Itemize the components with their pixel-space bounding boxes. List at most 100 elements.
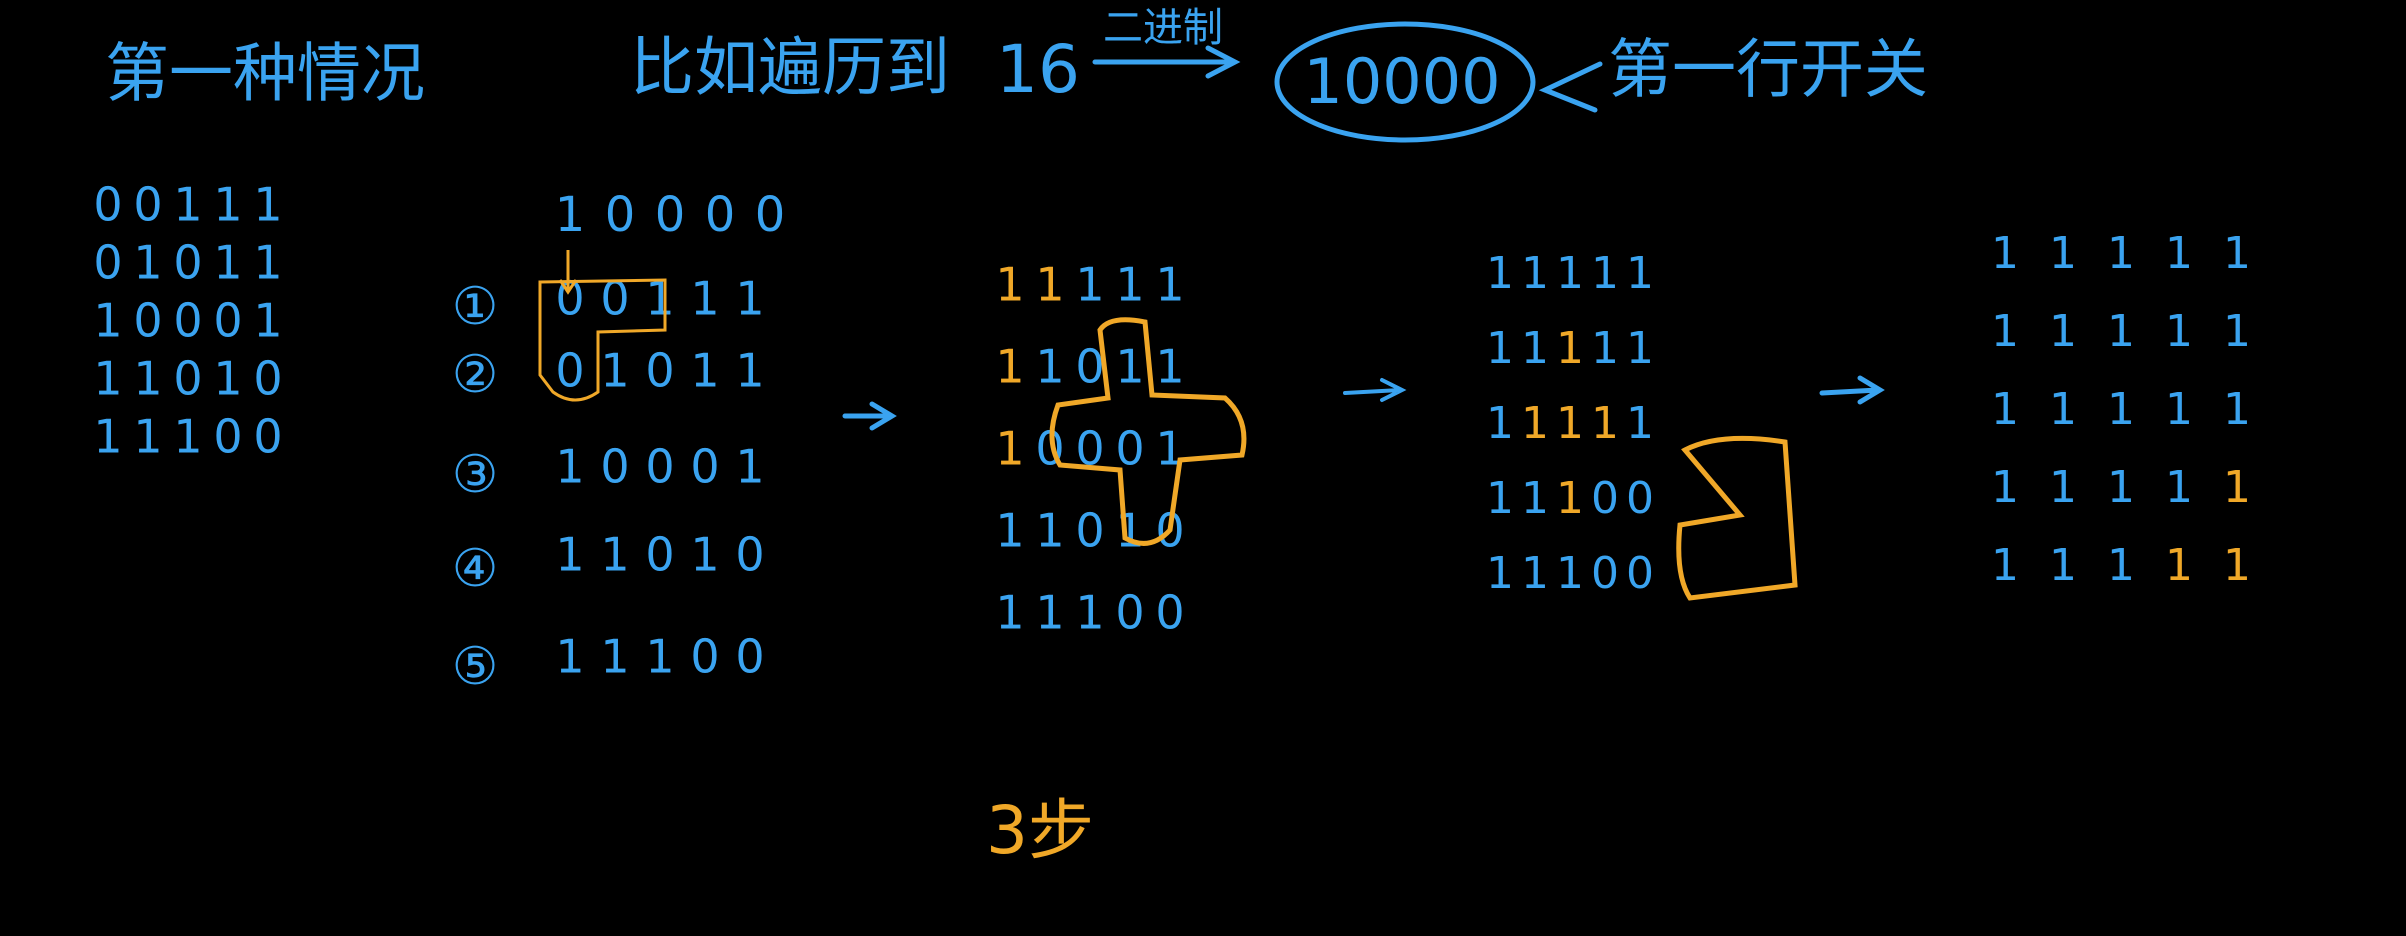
grid-cell: 1 (2223, 540, 2251, 591)
grid-cell: 1 (2107, 540, 2135, 591)
grid-cell: 1 (995, 586, 1024, 640)
grid-cell: 1 (1591, 398, 1619, 449)
grid-cell: 1 (735, 440, 764, 494)
grid-cell: 1 (1521, 473, 1549, 524)
case-label: 第一种情况 (105, 38, 425, 112)
grid-cell: 1 (1035, 504, 1064, 558)
grid-cell: 0 (93, 236, 122, 290)
grid-cell: 1 (1075, 586, 1104, 640)
grid-cell: 0 (735, 630, 764, 684)
grid-cell: 1 (213, 178, 242, 232)
row-label: ② (452, 345, 499, 405)
grid-cell: 1 (2223, 384, 2251, 435)
grid-cell: 1 (645, 630, 674, 684)
grid-cell: 1 (600, 344, 629, 398)
grid-cell: 1 (1521, 398, 1549, 449)
grid-cell: 0 (690, 630, 719, 684)
grid-cell: 1 (2049, 462, 2077, 513)
grid-cell: 1 (1155, 340, 1184, 394)
grid-cell: 1 (133, 352, 162, 406)
grid-cell: 1 (2049, 384, 2077, 435)
grid-cell: 1 (600, 528, 629, 582)
grid-cell: 1 (253, 294, 282, 348)
highlight-step1 (538, 278, 667, 402)
grid-cell: 1 (735, 344, 764, 398)
grid-cell: 0 (645, 440, 674, 494)
grid-cell: 1 (995, 340, 1024, 394)
grid-cell: 0 (1155, 586, 1184, 640)
grid-cell: 0 (93, 178, 122, 232)
grid-cell: 0 (645, 528, 674, 582)
row-label: ④ (452, 539, 499, 599)
grid-cell: 0 (1115, 586, 1144, 640)
grid-cell: 1 (133, 410, 162, 464)
grid-cell: 1 (2049, 540, 2077, 591)
grid-cell: 1 (1521, 548, 1549, 599)
grid-cell: 1 (1035, 586, 1064, 640)
first-row-cell: 0 (655, 187, 686, 243)
grid-cell: 1 (995, 504, 1024, 558)
binary-value: 10000 (1303, 45, 1500, 118)
grid-cell: 1 (2165, 540, 2193, 591)
grid-cell: 0 (133, 178, 162, 232)
first-row-cell: 1 (555, 187, 586, 243)
grid-cell: 1 (2223, 462, 2251, 513)
grid-cell: 1 (1035, 340, 1064, 394)
grid-cell: 0 (1075, 504, 1104, 558)
grid-cell: 1 (2107, 306, 2135, 357)
grid-cell: 1 (600, 630, 629, 684)
grid-cell: 0 (173, 236, 202, 290)
grid-cell: 1 (1626, 323, 1654, 374)
binary-circle (1274, 21, 1536, 143)
grid-cell: 1 (1556, 548, 1584, 599)
grid-cell: 1 (555, 528, 584, 582)
grid-cell: 1 (1991, 384, 2019, 435)
first-row-cell: 0 (705, 187, 736, 243)
grid-cell: 0 (1591, 548, 1619, 599)
grid-cell: 0 (253, 352, 282, 406)
grid-cell: 1 (93, 352, 122, 406)
highlight-step3 (1676, 435, 1798, 601)
arrow-left-icon (1538, 61, 1603, 113)
grid-cell: 1 (1486, 473, 1514, 524)
grid-cell: 0 (173, 294, 202, 348)
grid-cell: 1 (1115, 504, 1144, 558)
grid-cell: 1 (2107, 384, 2135, 435)
grid-cell: 1 (1486, 248, 1514, 299)
traverse-number: 16 (996, 31, 1080, 108)
grid-cell: 1 (1556, 473, 1584, 524)
grid-cell: 1 (555, 630, 584, 684)
row-label: ⑤ (452, 637, 499, 697)
grid-cell: 1 (93, 410, 122, 464)
grid-cell: 1 (1115, 258, 1144, 312)
grid-cell: 1 (253, 178, 282, 232)
traverse-label: 比如遍历到 (630, 32, 950, 106)
grid-cell: 0 (253, 410, 282, 464)
grid-cell: 0 (213, 294, 242, 348)
grid-cell: 1 (2165, 462, 2193, 513)
grid-cell: 1 (1626, 248, 1654, 299)
binary-label: 二进制 (1103, 5, 1223, 51)
grid-cell: 1 (2165, 228, 2193, 279)
grid-cell: 1 (1486, 398, 1514, 449)
row-label: ③ (452, 445, 499, 505)
grid-cell: 1 (1591, 323, 1619, 374)
grid-cell: 1 (173, 178, 202, 232)
arrow-3-icon (1819, 375, 1885, 405)
grid-cell: 1 (1626, 398, 1654, 449)
first-row-switch-label: 第一行开关 (1608, 34, 1928, 108)
title-line: 第一种情况 比如遍历到 16 二进制 10000 第一行开关 (105, 5, 1928, 143)
grid-cell: 1 (1991, 228, 2019, 279)
grid-cell: 1 (1991, 306, 2019, 357)
arrow-2-icon (1343, 378, 1407, 402)
grid-cell: 1 (690, 272, 719, 326)
grid-cell: 0 (1626, 548, 1654, 599)
grid-cell: 1 (1991, 540, 2019, 591)
arrow-1-icon (842, 401, 897, 431)
